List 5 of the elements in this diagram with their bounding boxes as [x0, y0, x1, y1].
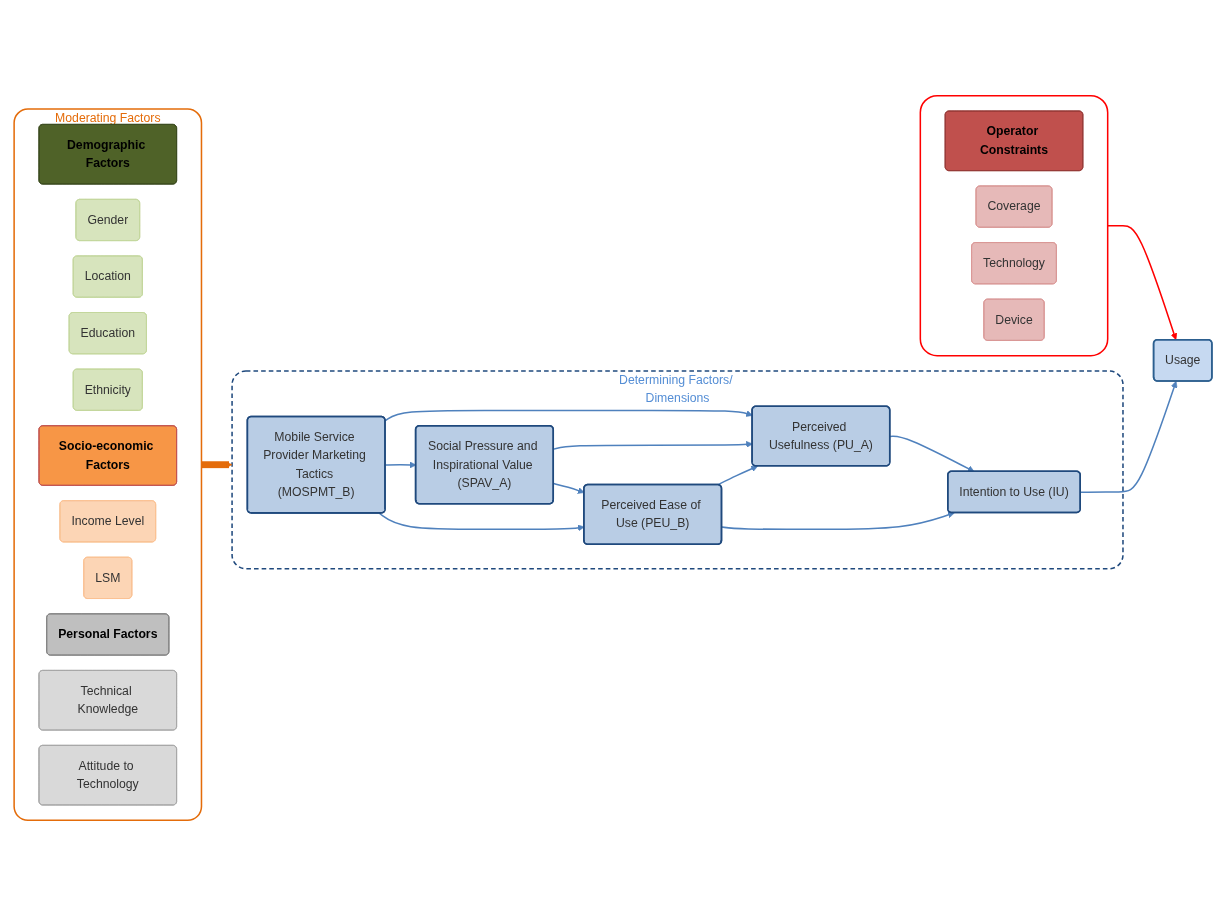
arrow — [384, 409, 753, 422]
arrow — [721, 511, 955, 531]
arrow — [889, 435, 975, 472]
arrow — [200, 461, 233, 469]
cluster — [919, 94, 1109, 357]
